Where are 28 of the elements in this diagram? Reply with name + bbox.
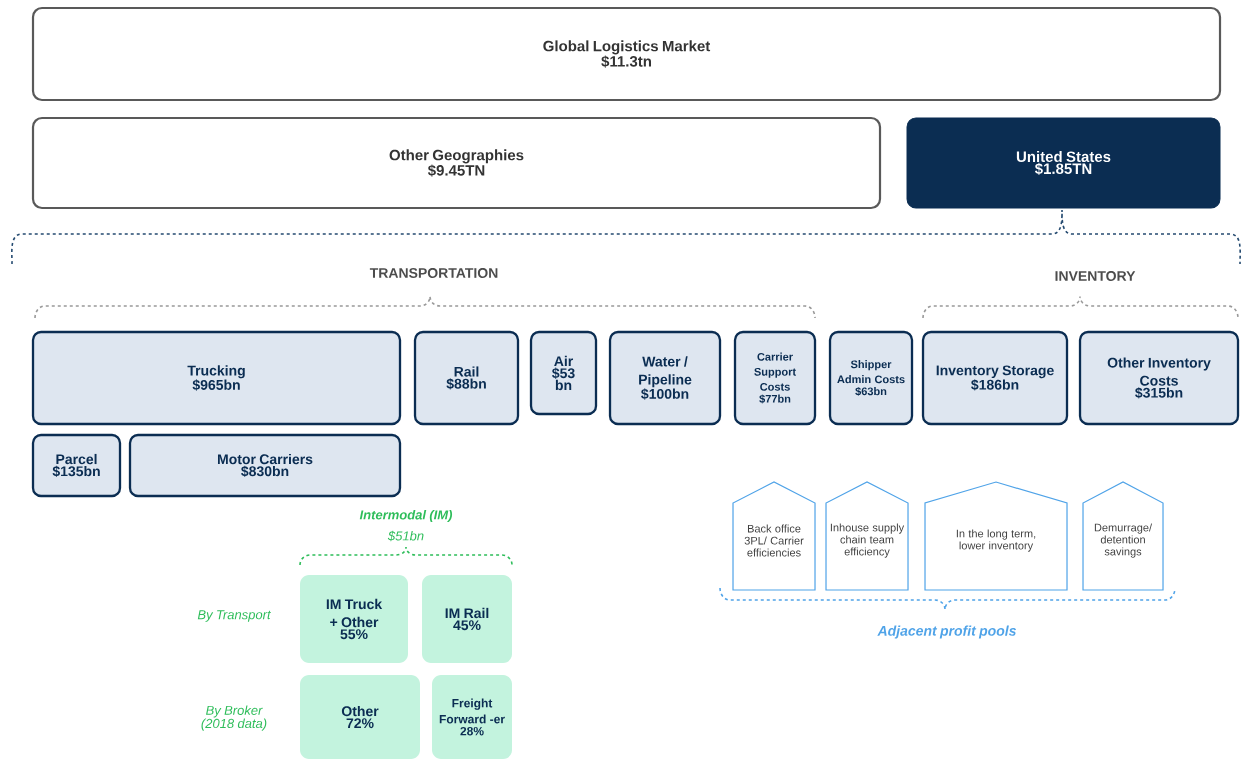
profit-pool-house: Demurrage/ detention savings [1082,481,1164,591]
section-heading: TRANSPORTATION [369,268,498,278]
segment-box: Water / Pipeline $100bn [608,330,722,426]
share-box: Other 72% [300,675,420,759]
segment-box: Air $53 bn [529,330,598,416]
row-label: By Broker (2018 data) [201,705,267,731]
segment-box: Rail $88bn [413,330,520,426]
profit-pool-house: Inhouse supply chain team efficiency [825,481,909,591]
profit-pool-house: Back office 3PL/ Carrier efficiencies [732,481,816,591]
market-box: Global Logistics Market $11.3tn [31,6,1222,102]
group-heading: Intermodal (IM) [359,509,453,523]
market-box: Other Geographies $9.45TN [31,116,882,210]
row-label: By Transport [197,610,272,622]
segment-box: Parcel $135bn [31,433,122,498]
segment-box: Carrier Support Costs $77bn [733,330,817,426]
segment-box: Other Inventory Costs $315bn [1078,330,1240,426]
share-box: Freight Forward -er 28% [432,675,512,759]
group-heading: Adjacent profit pools [877,625,1016,639]
segment-box: Shipper Admin Costs $63bn [828,330,914,426]
share-box: IM Truck + Other 55% [300,575,408,663]
region-box: United States $1.85TN [906,117,1221,209]
group-value: $51bn [387,530,424,542]
section-heading: INVENTORY [1055,271,1136,281]
profit-pool-house: In the long term, lower inventory [924,481,1068,591]
segment-box: Motor Carriers $830bn [128,433,402,498]
share-box: IM Rail 45% [422,575,512,663]
segment-box: Inventory Storage $186bn [921,330,1069,426]
segment-box: Trucking $965bn [31,330,402,426]
